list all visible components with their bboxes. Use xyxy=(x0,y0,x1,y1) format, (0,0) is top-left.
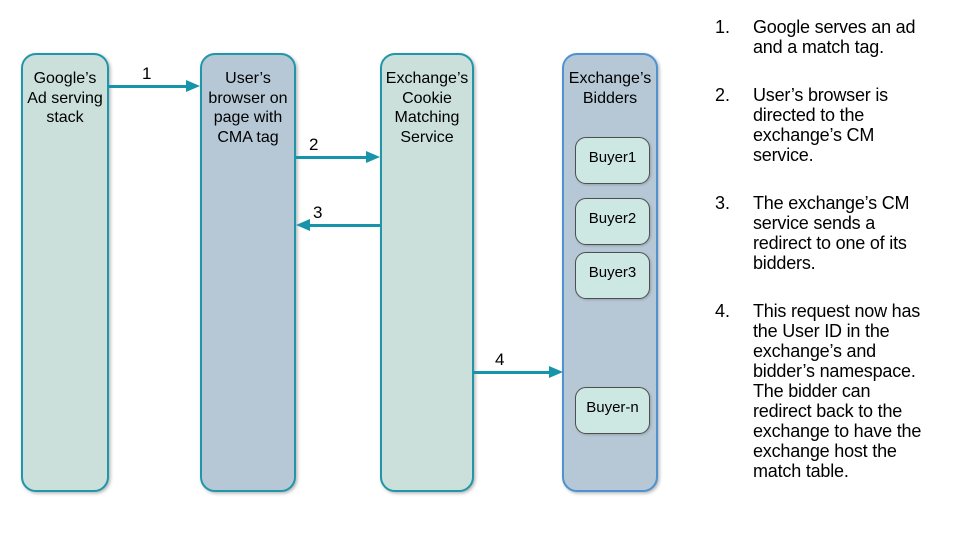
arrow-1: 1 xyxy=(109,65,200,93)
arrow-line xyxy=(296,156,368,159)
arrow-line xyxy=(308,224,380,227)
box-label: User’s browser on page with CMA tag xyxy=(208,70,288,146)
step-text: Google serves an ad and a match tag. xyxy=(753,17,916,57)
step-number: 2. xyxy=(715,85,731,105)
list-item: 4. This request now has the User ID in t… xyxy=(715,301,953,481)
arrowhead-right-icon xyxy=(366,150,380,163)
arrow-2: 2 xyxy=(296,136,380,164)
steps-list: 1. Google serves an ad and a match tag. … xyxy=(715,17,953,509)
arrowhead-right-icon xyxy=(549,365,563,378)
box-cookie-matching-service: Exchange’s Cookie Matching Service xyxy=(380,53,474,492)
arrow-4-label: 4 xyxy=(495,350,505,369)
arrow-line xyxy=(473,371,551,374)
arrowhead-right-icon xyxy=(186,79,200,92)
arrow-line xyxy=(109,85,188,88)
step-text: The exchange’s CM service sends a redire… xyxy=(753,193,910,273)
buyer1-chip: Buyer1 xyxy=(575,137,650,184)
buyer3-chip: Buyer3 xyxy=(575,252,650,299)
list-item: 3. The exchange’s CM service sends a red… xyxy=(715,193,953,273)
box-exchange-bidders: Exchange’s Bidders Buyer1 Buyer2 Buyer3 … xyxy=(562,53,658,492)
step-number: 3. xyxy=(715,193,731,213)
arrow-2-label: 2 xyxy=(309,135,319,154)
buyer-n-chip: Buyer-n xyxy=(575,387,650,434)
step-text: This request now has the User ID in the … xyxy=(753,301,922,481)
box-user-browser: User’s browser on page with CMA tag xyxy=(200,53,296,492)
box-label: Google’s Ad serving stack xyxy=(27,70,103,126)
step-number: 4. xyxy=(715,301,731,321)
buyer2-chip: Buyer2 xyxy=(575,198,650,245)
arrow-1-label: 1 xyxy=(142,64,152,83)
arrowhead-left-icon xyxy=(296,218,310,231)
list-item: 2. User’s browser is directed to the exc… xyxy=(715,85,953,165)
list-item: 1. Google serves an ad and a match tag. xyxy=(715,17,953,57)
box-google-ad-serving-stack: Google’s Ad serving stack xyxy=(21,53,109,492)
arrow-4: 4 xyxy=(473,351,563,379)
arrow-3-label: 3 xyxy=(313,203,323,222)
box-label: Exchange’s Cookie Matching Service xyxy=(385,70,469,146)
step-text: User’s browser is directed to the exchan… xyxy=(753,85,888,165)
step-number: 1. xyxy=(715,17,731,37)
arrow-3: 3 xyxy=(296,204,380,232)
box-label: Exchange’s Bidders xyxy=(568,70,652,107)
